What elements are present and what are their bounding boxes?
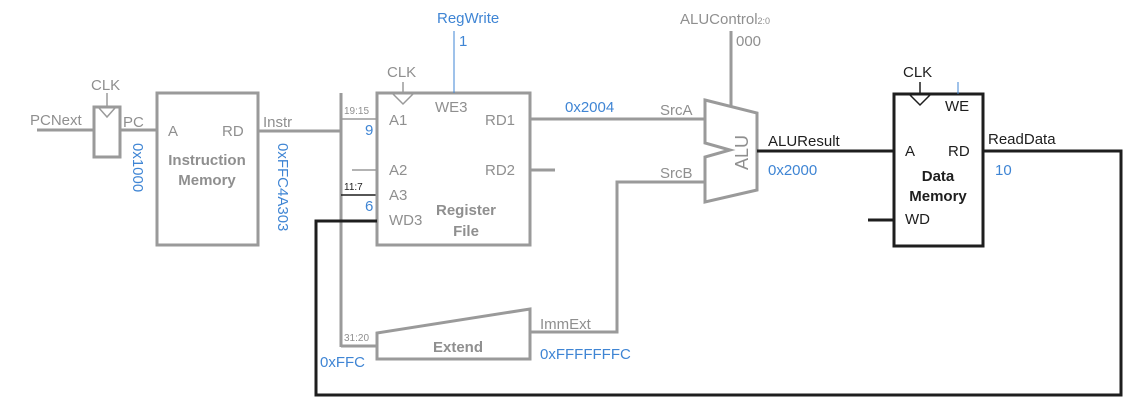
clock-triangle-icon	[98, 107, 116, 119]
rf-wd3: WD3	[389, 212, 422, 229]
dm-port-a: A	[905, 143, 915, 160]
rf-a2: A2	[389, 162, 407, 179]
data-memory-box	[892, 92, 985, 248]
rf-rd2: RD2	[485, 162, 515, 179]
rf-rd1: RD1	[485, 112, 515, 129]
alucontrol-subscript: 2:0	[758, 16, 771, 26]
regwrite-label: RegWrite	[437, 10, 499, 27]
imem-port-a: A	[168, 123, 178, 140]
alu-shape	[703, 98, 759, 204]
extend-label: Extend	[433, 339, 483, 356]
instr-value: 0xFFC4A303	[274, 143, 291, 231]
aluresult-label: ALUResult	[768, 133, 841, 150]
dm-clk-label: CLK	[903, 64, 932, 81]
rf-a3: A3	[389, 187, 407, 204]
clock-triangle-icon	[392, 93, 414, 106]
pc-clk-label: CLK	[91, 77, 120, 94]
instruction-bus: 19:15 9 11:7 6 31:20 0xFFC	[320, 93, 377, 371]
extend-unit: Extend ImmExt 0xFFFFFFFC	[375, 180, 705, 363]
alu: ALU SrcA SrcB ALUControl2:0 000 ALUResul…	[660, 11, 893, 204]
rd-value: 6	[365, 198, 373, 215]
writeback-wire	[314, 149, 1123, 397]
clock-triangle-icon	[909, 94, 931, 107]
readdata-value: 10	[995, 162, 1012, 179]
dm-port-wd: WD	[905, 211, 930, 228]
pcnext-label: PCNext	[30, 112, 83, 129]
alucontrol-name: ALUControl	[680, 11, 758, 28]
register-file: CLK RegWrite 1 WE3 A1 RD1 A2 RD2 A3 WD3 …	[375, 10, 705, 247]
pc-label: PC	[123, 114, 144, 131]
dm-we: WE	[945, 98, 969, 115]
instruction-memory: A RD Instruction Memory Instr 0xFFC4A303	[155, 91, 341, 247]
srca-label: SrcA	[660, 102, 693, 119]
alucontrol-value: 000	[736, 33, 761, 50]
pc-value: 0x1000	[129, 143, 146, 192]
immext-label: ImmExt	[540, 316, 592, 333]
pc-register: PCNext CLK PC 0x1000	[30, 77, 157, 192]
rf-clk-label: CLK	[387, 64, 416, 81]
rs1-value: 9	[365, 122, 373, 139]
rf-title-2: File	[453, 223, 479, 240]
rd1-value: 0x2004	[565, 99, 614, 116]
immext-value: 0xFFFFFFFC	[540, 346, 631, 363]
instr-label: Instr	[263, 114, 292, 131]
rf-a1: A1	[389, 112, 407, 129]
dm-title-1: Data	[922, 168, 955, 185]
rf-title-1: Register	[436, 202, 496, 219]
imm-value: 0xFFC	[320, 354, 365, 371]
rd-field: 11:7	[344, 182, 363, 193]
alu-label: ALU	[732, 135, 752, 170]
instruction-memory-box	[155, 91, 260, 247]
srcb-label: SrcB	[660, 165, 693, 182]
regwrite-value: 1	[459, 33, 467, 50]
imm-field: 31:20	[344, 333, 369, 344]
rf-we3: WE3	[435, 99, 468, 116]
alucontrol-label: ALUControl2:0	[680, 11, 770, 28]
pc-register-box	[92, 105, 122, 159]
data-memory: CLK WE A RD Data Memory WD ReadData 10	[314, 64, 1123, 397]
extend-shape	[375, 307, 532, 361]
readdata-label: ReadData	[988, 131, 1056, 148]
imem-port-rd: RD	[222, 123, 244, 140]
rs1-field: 19:15	[344, 106, 369, 117]
imem-title-1: Instruction	[168, 152, 246, 169]
immext-wire	[530, 180, 705, 334]
dm-title-2: Memory	[909, 188, 967, 205]
aluresult-value: 0x2000	[768, 162, 817, 179]
dm-port-rd: RD	[948, 143, 970, 160]
imem-title-2: Memory	[178, 172, 236, 189]
